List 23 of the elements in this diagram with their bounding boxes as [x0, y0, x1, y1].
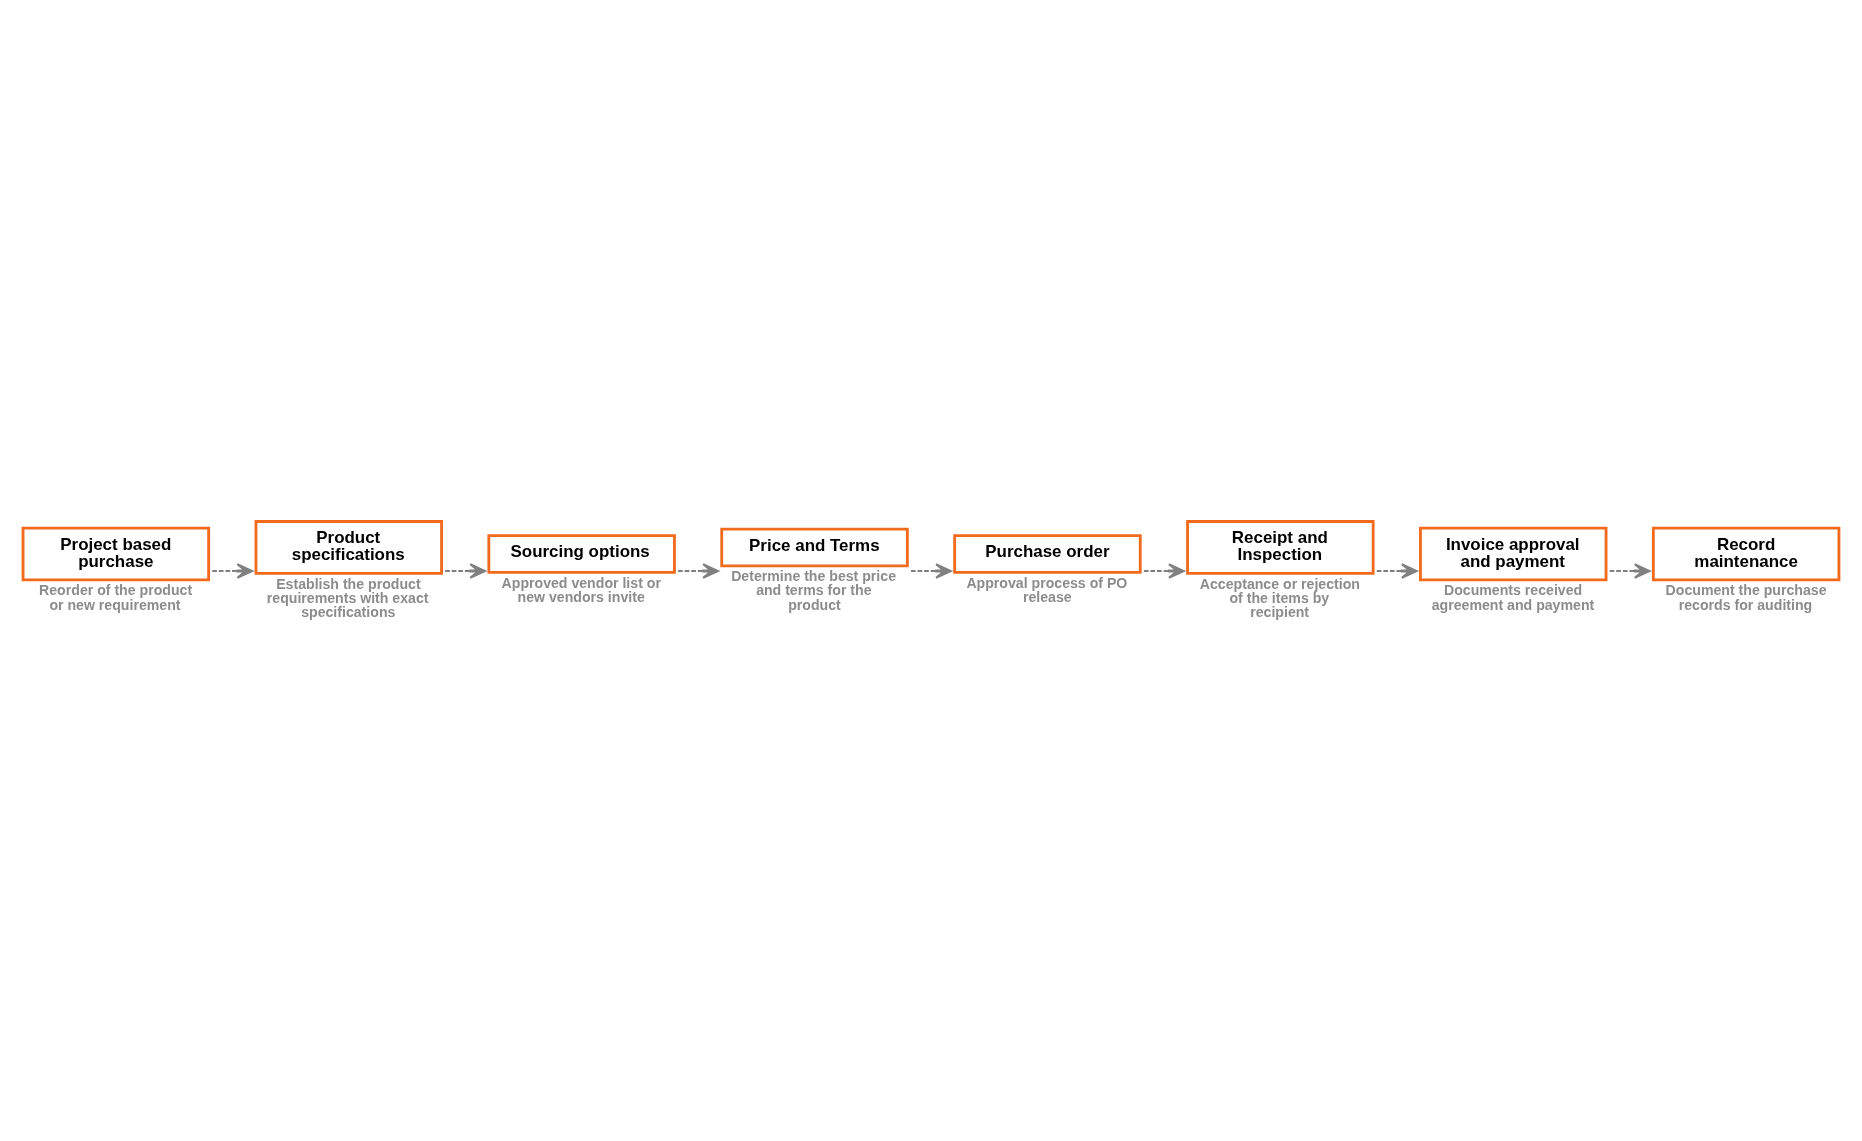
node-label: Approval process of PO release — [966, 574, 1128, 605]
arrow — [1608, 562, 1651, 579]
node-label: Acceptance or rejection of the items by recipient — [1199, 575, 1360, 620]
node-label: Determine the best price and terms for the product — [731, 567, 897, 613]
node-label: Documents received agreement and payment — [1431, 582, 1595, 613]
node-label: Document the purchase records for auditing — [1665, 582, 1827, 613]
node-label: Establish the product requirements with exact specifications — [266, 575, 429, 620]
node-box: Project based purchase — [21, 526, 211, 581]
node-box: Receipt and Inspection — [1186, 519, 1375, 575]
node-box: Product specifications — [254, 519, 443, 575]
node-label: Approved vendor list or new vendors invite — [501, 574, 661, 605]
arrow — [1142, 562, 1185, 579]
arrow — [910, 562, 953, 579]
node-label: Reorder of the product or new requirement — [39, 582, 193, 613]
arrow — [211, 562, 254, 579]
node-box: Invoice approval and payment — [1419, 526, 1608, 581]
node-box: Price and Terms — [720, 527, 909, 567]
arrow — [444, 562, 487, 579]
node-box: Sourcing options — [487, 533, 676, 574]
arrow — [1375, 562, 1418, 579]
arrow — [677, 562, 720, 579]
node-box: Purchase order — [953, 533, 1142, 574]
node-box: Record maintenance — [1651, 526, 1841, 581]
